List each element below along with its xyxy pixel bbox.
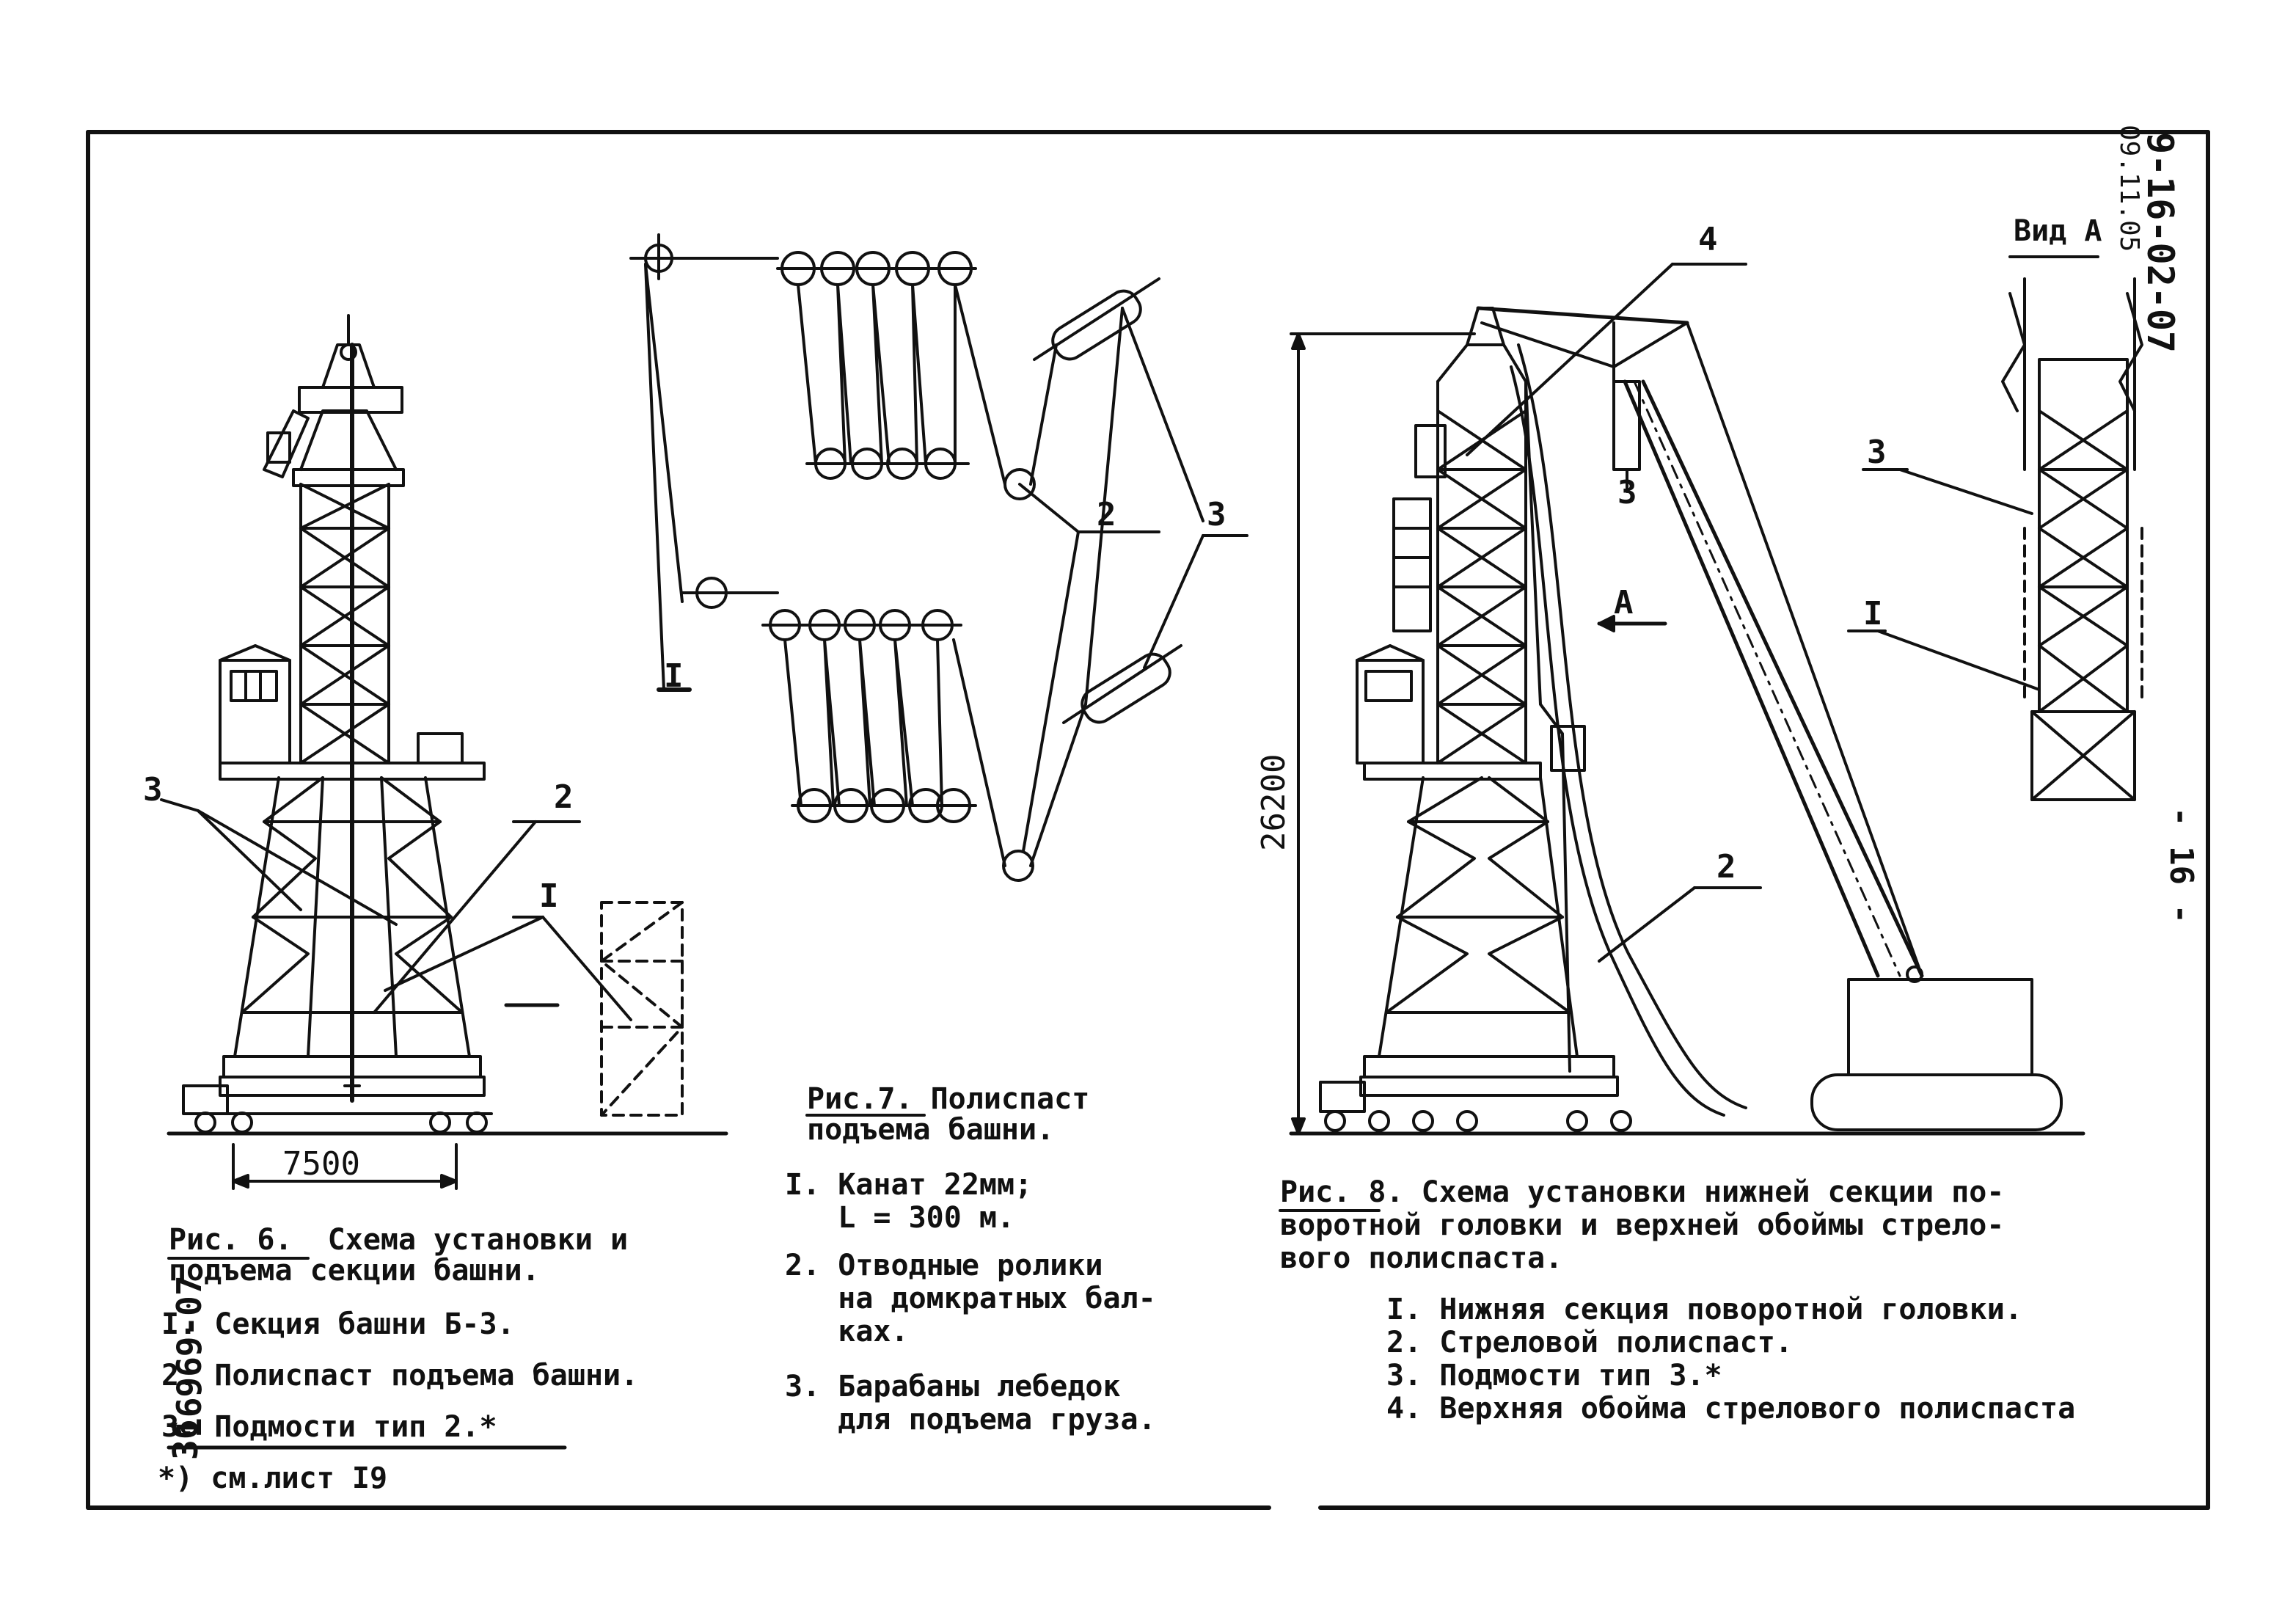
sheet-frame bbox=[86, 130, 2210, 1510]
fig7-label-2: 2 bbox=[1097, 496, 1116, 533]
fig7-item-1-line2: L = 300 м. bbox=[785, 1201, 1015, 1235]
fig6-drawing bbox=[160, 314, 728, 1450]
fig7-label-1: I bbox=[664, 657, 684, 695]
fig6-dim-width: 7500 bbox=[282, 1145, 360, 1183]
fig6-caption: Рис. 6. Схема установки и bbox=[169, 1225, 628, 1255]
view-a-title: Вид А bbox=[2014, 214, 2102, 248]
fig8-arrow-label: А bbox=[1614, 584, 1634, 621]
fig8-item-1: I. Нижняя секция поворотной головки. bbox=[1386, 1293, 2022, 1326]
fig8-item-2: 2. Стреловой полиспаст. bbox=[1386, 1326, 1793, 1359]
page-number: - 16 - bbox=[2162, 807, 2200, 924]
sheet-code: 9-16-02-07 bbox=[2139, 132, 2182, 354]
fig8-label-3: 3 bbox=[1617, 474, 1637, 511]
fig6-item-3: 3. Подмости тип 2.* bbox=[161, 1410, 497, 1444]
fig8-item-3: 3. Подмости тип 3.* bbox=[1386, 1359, 1722, 1393]
fig7-drawing bbox=[629, 233, 1248, 1117]
fig7-caption-line1: Рис.7. Полиспаст bbox=[807, 1082, 1090, 1116]
fig8-caption-line3: вого полиспаста. bbox=[1280, 1241, 1563, 1275]
fig7-item-3-line2: для подъема груза. bbox=[785, 1403, 1156, 1437]
fig6-label-2: 2 bbox=[554, 778, 574, 816]
fig8-label-4: 4 bbox=[1698, 221, 1718, 258]
fig8-caption-line1: Рис. 8. Схема установки нижней секции по… bbox=[1280, 1175, 2005, 1209]
fig6-item-1: I. Секция башни Б-3. bbox=[161, 1307, 515, 1341]
view-a-drawing bbox=[1847, 255, 2143, 801]
view-a-label-3: 3 bbox=[1867, 434, 1887, 471]
fig7-item-2-line2: на домкратных бал- bbox=[785, 1282, 1156, 1315]
fig6-label-1: I bbox=[539, 877, 559, 915]
fig7-caption-line2: подъема башни. bbox=[807, 1113, 1055, 1147]
fig7-item-2-line3: ках. bbox=[785, 1315, 909, 1348]
fig7-item-1-line1: I. Канат 22мм; bbox=[785, 1168, 1033, 1202]
fig7-item-2-line1: 2. Отводные ролики bbox=[785, 1249, 1103, 1282]
fig6-footnote: *) см.лист I9 bbox=[158, 1461, 388, 1495]
fig8-dim-height: 26200 bbox=[1255, 753, 1293, 851]
view-a-label-1: I bbox=[1863, 595, 1883, 632]
fig8-label-2: 2 bbox=[1716, 848, 1736, 886]
sheet-code-sub: 09.11.05 bbox=[2114, 125, 2144, 252]
fig6-caption-prefix: Рис. 6. bbox=[169, 1223, 293, 1257]
fig7-item-3-line1: 3. Барабаны лебедок bbox=[785, 1370, 1121, 1404]
fig7-label-3: 3 bbox=[1207, 496, 1226, 533]
fig6-caption-line2: подъема секции башни. bbox=[169, 1254, 540, 1288]
fig6-label-3: 3 bbox=[143, 771, 163, 809]
fig6-item-2: 2. Полиспаст подъема башни. bbox=[161, 1359, 639, 1393]
fig6-caption-rest: Схема установки и bbox=[327, 1223, 629, 1257]
fig8-item-4: 4. Верхняя обойма стрелового полиспаста bbox=[1386, 1392, 2076, 1426]
fig8-drawing bbox=[1289, 263, 2085, 1136]
fig8-caption-line2: воротной головки и верхней обоймы стрело… bbox=[1280, 1208, 2005, 1242]
